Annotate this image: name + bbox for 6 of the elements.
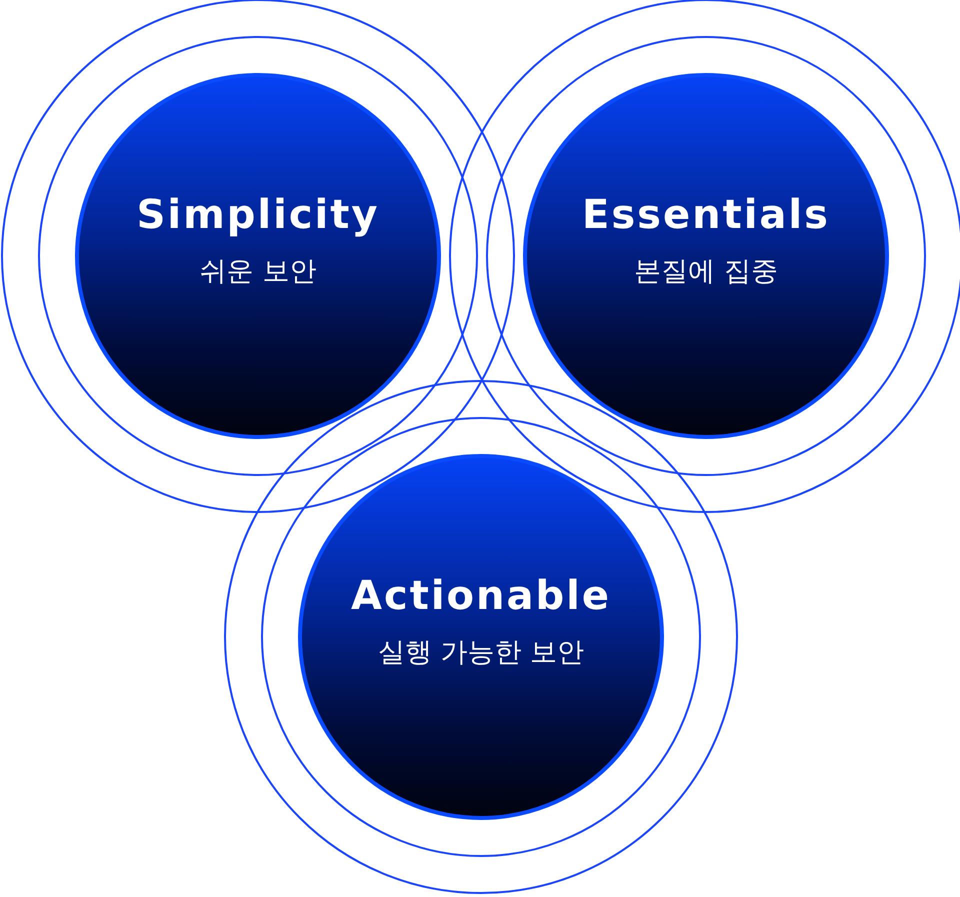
circle-subtitle: 쉬운 보안 — [200, 257, 316, 287]
circle-subtitle: 실행 가능한 보안 — [378, 638, 584, 668]
circle-subtitle: 본질에 집중 — [634, 257, 778, 287]
circle-title: Simplicity — [136, 195, 380, 236]
circle-title: Actionable — [351, 576, 611, 616]
circle-title: Essentials — [582, 195, 830, 236]
